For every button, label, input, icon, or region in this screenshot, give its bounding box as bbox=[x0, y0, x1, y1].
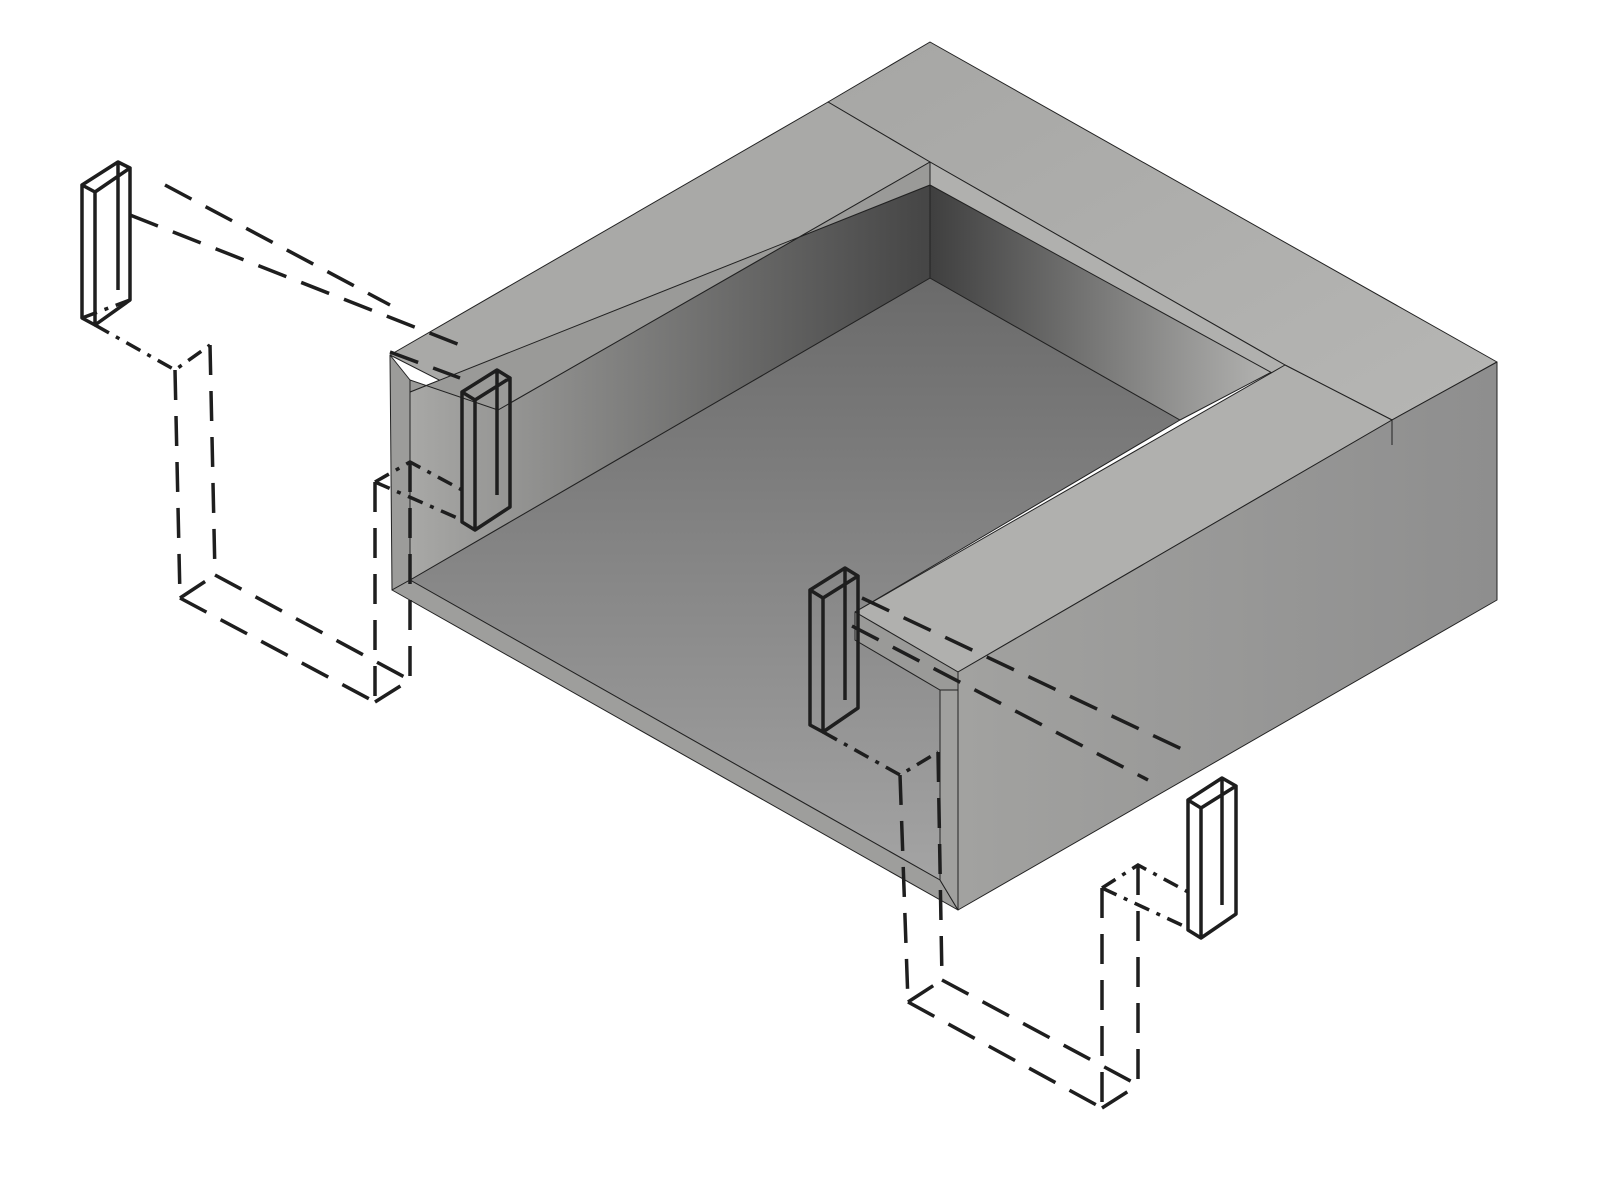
right-lower-rail-dashdot bbox=[822, 730, 939, 778]
left-leg-frame bbox=[80, 160, 512, 704]
right-long-rails-dashed bbox=[851, 596, 1189, 782]
left-front-top-dashed bbox=[374, 459, 463, 522]
right-arm-front-edge bbox=[939, 689, 959, 911]
left-top-dashes bbox=[389, 350, 461, 380]
left-lower-rail-dashdot bbox=[81, 298, 212, 373]
left-rear-post bbox=[80, 160, 132, 327]
left-front-post bbox=[460, 368, 512, 532]
right-front-leg-dashed bbox=[898, 751, 1140, 1110]
right-rear-top-dashdot bbox=[1101, 862, 1189, 930]
left-rear-leg-dashed bbox=[173, 344, 412, 704]
right-leg-frame bbox=[808, 566, 1238, 1110]
right-outer-face bbox=[957, 361, 1498, 911]
left-rim-inner-face bbox=[409, 161, 931, 411]
left-front-edge bbox=[389, 354, 411, 591]
cabinet-body bbox=[389, 41, 1498, 911]
left-rear-rail-dashed bbox=[129, 183, 461, 347]
right-rear-post bbox=[1186, 776, 1238, 940]
